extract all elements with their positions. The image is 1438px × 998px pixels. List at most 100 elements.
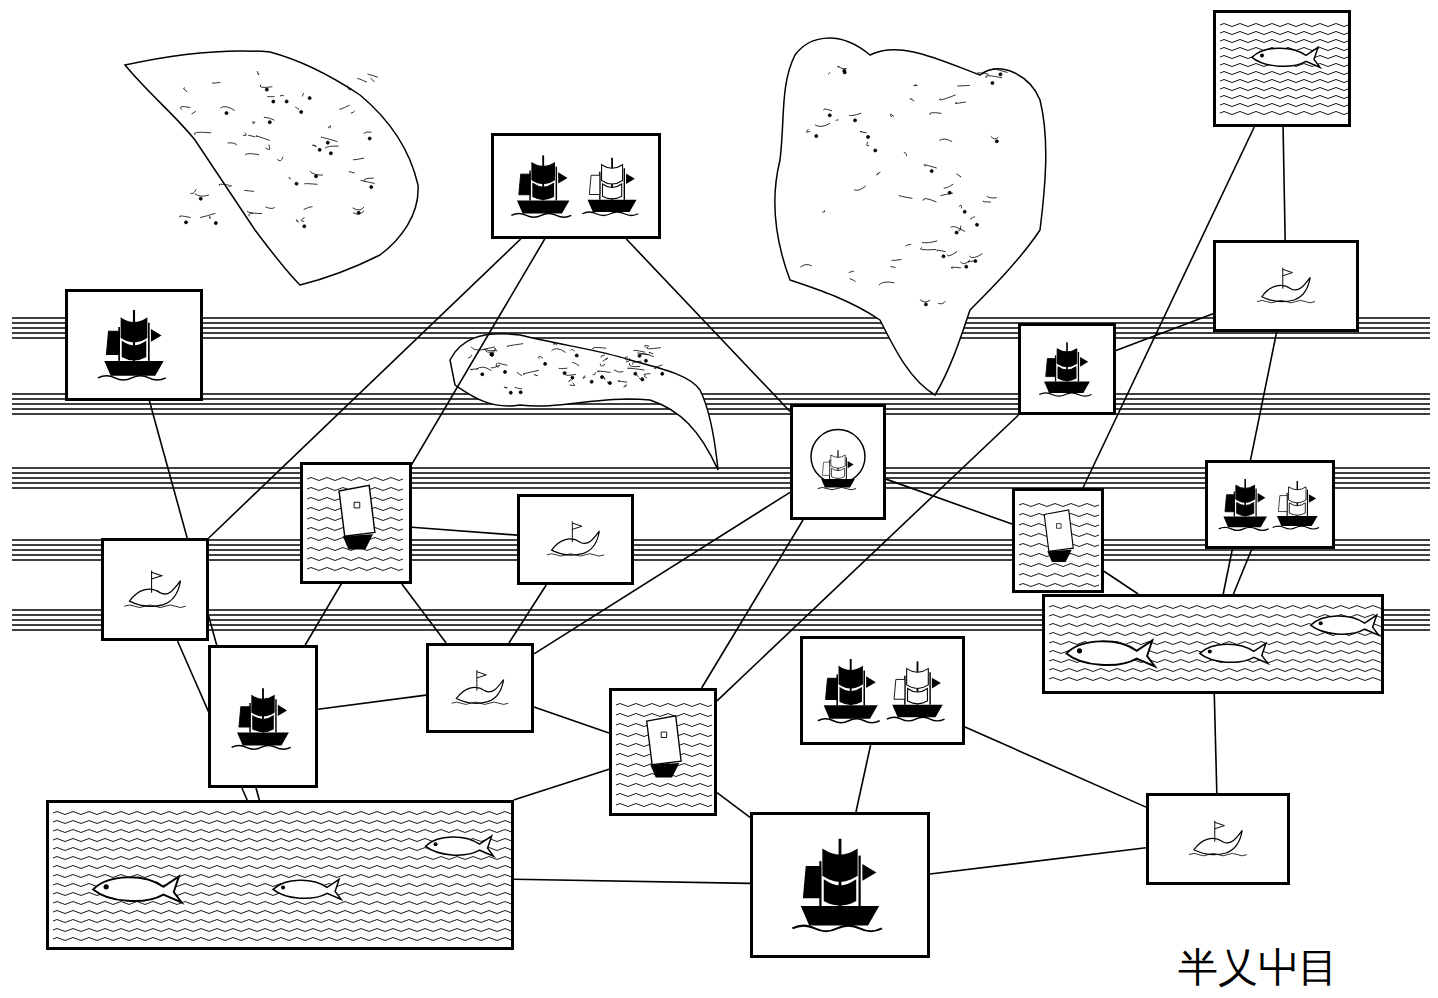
connector-line bbox=[856, 745, 871, 812]
sea-creature bbox=[1311, 615, 1379, 635]
wave bbox=[53, 929, 511, 932]
map-dot bbox=[308, 97, 311, 100]
wave bbox=[616, 784, 712, 787]
wave bbox=[1049, 678, 1381, 681]
map-mark bbox=[471, 347, 485, 350]
map-mark bbox=[867, 142, 870, 146]
map-mark bbox=[267, 96, 274, 97]
map-mark bbox=[957, 85, 969, 87]
map-mark bbox=[987, 196, 997, 198]
wave bbox=[53, 920, 511, 923]
map-mark bbox=[890, 114, 894, 117]
map-mark bbox=[601, 355, 605, 357]
box-illustration bbox=[1015, 491, 1101, 590]
sea-creature bbox=[1200, 643, 1268, 663]
map-mark bbox=[245, 154, 259, 155]
ship-figure bbox=[887, 661, 945, 720]
box-illustration bbox=[68, 292, 200, 398]
map-dot bbox=[590, 380, 593, 383]
map-mark bbox=[849, 113, 861, 115]
wave bbox=[1019, 574, 1099, 577]
map-mark bbox=[644, 376, 647, 378]
map-mark bbox=[876, 172, 880, 175]
map-dot bbox=[843, 69, 846, 72]
map-mark bbox=[265, 207, 274, 209]
connector-line bbox=[1116, 314, 1213, 351]
map-mark bbox=[640, 354, 654, 357]
map-mark bbox=[923, 199, 936, 202]
map-dot bbox=[490, 353, 493, 356]
map-mark bbox=[200, 213, 215, 217]
map-mark bbox=[289, 177, 291, 179]
wave bbox=[53, 812, 511, 815]
map-mark bbox=[515, 387, 522, 388]
picture-box bbox=[750, 812, 930, 958]
map-mark bbox=[570, 383, 575, 386]
map-mark bbox=[593, 348, 607, 350]
ship-figure bbox=[818, 659, 880, 723]
map-mark bbox=[924, 165, 937, 168]
map-mark bbox=[655, 365, 663, 369]
sea-creature bbox=[273, 879, 341, 899]
map-dot bbox=[300, 111, 303, 114]
map-mark bbox=[991, 136, 998, 138]
map-mark bbox=[971, 217, 975, 220]
map-dot bbox=[481, 373, 484, 376]
map-mark bbox=[914, 84, 918, 86]
map-dot bbox=[815, 135, 818, 138]
wave bbox=[1049, 606, 1381, 609]
map-mark bbox=[993, 69, 1007, 73]
picture-box bbox=[208, 645, 318, 788]
sail-figure bbox=[647, 716, 681, 778]
wave bbox=[1220, 72, 1348, 75]
wave bbox=[307, 568, 403, 571]
picture-box bbox=[426, 643, 534, 733]
map-mark bbox=[370, 78, 374, 82]
map-dot bbox=[955, 231, 958, 234]
map-mark bbox=[565, 373, 576, 376]
map-mark bbox=[905, 244, 911, 246]
wave bbox=[1220, 32, 1348, 35]
box-illustration bbox=[49, 803, 511, 947]
box-illustration bbox=[793, 407, 883, 517]
map-dot bbox=[942, 255, 945, 258]
map-mark bbox=[850, 279, 856, 282]
picture-box bbox=[1042, 594, 1384, 694]
signature-mark: 半乂屮目 bbox=[1178, 945, 1338, 989]
staff-line bbox=[12, 549, 1430, 550]
map-mark bbox=[353, 211, 364, 214]
map-fragment bbox=[125, 51, 418, 285]
picture-box bbox=[300, 462, 412, 584]
map-mark bbox=[486, 350, 496, 351]
wave bbox=[1019, 584, 1099, 587]
map-mark bbox=[644, 374, 651, 376]
map-mark bbox=[959, 205, 962, 208]
map-mark bbox=[920, 299, 930, 302]
map-mark bbox=[364, 178, 374, 182]
map-mark bbox=[339, 105, 349, 109]
map-mark bbox=[806, 129, 810, 132]
sea-monster bbox=[1189, 821, 1247, 856]
map-fragment bbox=[450, 334, 718, 470]
ship-figure bbox=[1039, 342, 1091, 396]
wave bbox=[53, 821, 511, 824]
connector-line bbox=[1233, 549, 1251, 594]
map-mark bbox=[180, 107, 190, 110]
map-mark bbox=[891, 259, 901, 261]
wave bbox=[1220, 104, 1348, 107]
sea-monster bbox=[547, 521, 604, 556]
map-mark bbox=[593, 372, 596, 375]
map-mark bbox=[849, 271, 854, 273]
map-dot bbox=[504, 370, 507, 373]
map-mark bbox=[179, 216, 190, 218]
map-dot bbox=[199, 197, 202, 200]
map-mark bbox=[937, 250, 946, 252]
map-mark bbox=[559, 368, 568, 369]
map-mark bbox=[956, 174, 961, 177]
map-mark bbox=[607, 382, 611, 383]
map-mark bbox=[597, 371, 610, 372]
picture-box bbox=[1018, 323, 1116, 415]
map-mark bbox=[600, 364, 605, 367]
map-dot bbox=[563, 372, 566, 375]
map-mark bbox=[194, 132, 211, 135]
